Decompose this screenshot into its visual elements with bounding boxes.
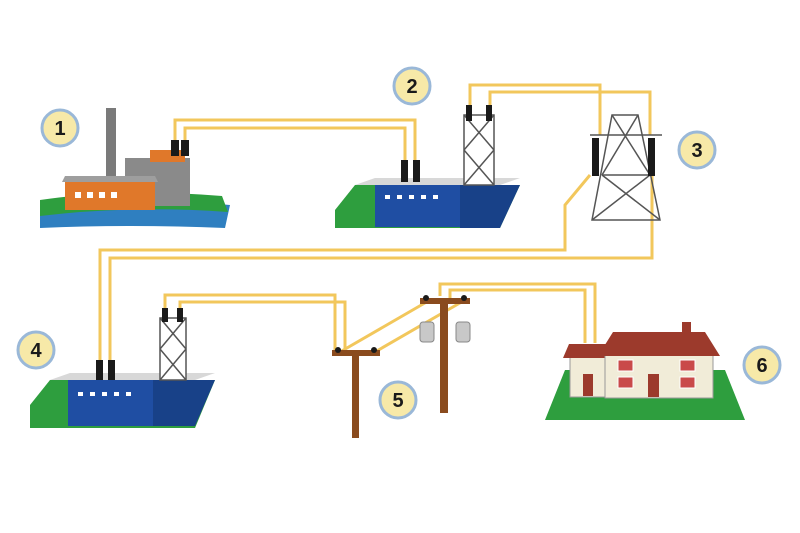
wire-pole-to-house-a <box>438 282 597 343</box>
substation-lattice-tower <box>159 317 187 381</box>
pole <box>440 298 448 413</box>
substation-light <box>114 392 119 396</box>
insulator <box>461 295 467 301</box>
pole <box>352 350 359 438</box>
wire-tower-to-substation-b <box>108 175 654 360</box>
insulator <box>413 160 420 182</box>
house-window <box>679 376 696 389</box>
substation-light <box>102 392 107 396</box>
step-badge-1: 1 <box>40 108 80 148</box>
wire-pole-to-pole-a <box>339 298 431 354</box>
transformer-can <box>419 321 435 343</box>
wire-pole-to-house-b <box>448 288 587 343</box>
house-door <box>648 374 659 397</box>
house-main-roof <box>598 332 720 356</box>
distribution-poles <box>332 295 471 438</box>
substation-light <box>421 195 426 199</box>
substation-light <box>409 195 414 199</box>
substation-building <box>375 185 460 227</box>
power-station <box>40 108 230 228</box>
step-badge-6: 6 <box>742 345 782 385</box>
wire-substation-to-tower-b <box>488 90 652 135</box>
power-lines <box>98 83 654 360</box>
substation-light <box>433 195 438 199</box>
house-window <box>679 359 696 372</box>
step-number: 4 <box>30 340 42 362</box>
factory-top-block <box>150 150 185 162</box>
step-number: 3 <box>691 140 702 162</box>
wire-substation-to-tower-a <box>468 83 602 135</box>
substation-light <box>78 392 83 396</box>
step-badge-4: 4 <box>16 330 56 370</box>
substation-lattice-tower <box>463 114 495 186</box>
insulator <box>181 140 189 156</box>
wire-tower-to-substation-a <box>98 174 592 360</box>
step-number: 5 <box>392 390 403 412</box>
house-door <box>583 374 593 396</box>
substation-side <box>460 185 520 228</box>
step-number: 1 <box>54 118 65 140</box>
step-badge-5: 5 <box>378 380 418 420</box>
substation-building <box>68 380 153 426</box>
step-badge-2: 2 <box>392 66 432 106</box>
chimney <box>682 322 691 334</box>
insulator <box>162 308 168 322</box>
step-down-substation <box>30 308 215 428</box>
wire-station-to-substation-a <box>173 118 417 160</box>
insulator <box>423 295 429 301</box>
house-window <box>617 376 634 389</box>
house <box>545 322 745 420</box>
insulator <box>648 138 655 176</box>
insulator <box>108 360 115 380</box>
substation-light <box>397 195 402 199</box>
step-badges: 1 2 3 4 5 6 <box>16 66 782 420</box>
chimney <box>106 108 116 188</box>
substation-light <box>90 392 95 396</box>
substation-light <box>385 195 390 199</box>
insulator <box>96 360 103 380</box>
wire-substation-to-pole-b <box>178 300 347 350</box>
factory-roof <box>62 176 158 182</box>
insulator <box>371 347 377 353</box>
insulator <box>171 140 179 156</box>
wire-substation-to-pole-a <box>163 293 337 350</box>
step-number: 6 <box>756 355 767 377</box>
factory-window <box>99 192 105 198</box>
substation-light <box>126 392 131 396</box>
insulator <box>466 105 472 121</box>
transformer-can <box>455 321 471 343</box>
substation-top <box>355 178 520 185</box>
factory-window <box>75 192 81 198</box>
step-up-substation <box>335 105 520 228</box>
factory-window <box>111 192 117 198</box>
substation-top <box>50 373 215 380</box>
pole-crossarm <box>420 298 470 304</box>
pole-crossarm <box>332 350 380 356</box>
factory-window <box>87 192 93 198</box>
transmission-tower <box>590 114 662 221</box>
insulator <box>177 308 183 322</box>
step-number: 2 <box>406 76 417 98</box>
insulator <box>335 347 341 353</box>
house-window <box>617 359 634 372</box>
step-badge-3: 3 <box>677 130 717 170</box>
substation-side <box>153 380 215 426</box>
insulator <box>486 105 492 121</box>
insulator <box>401 160 408 182</box>
wire-station-to-substation-b <box>183 126 407 160</box>
insulator <box>592 138 599 176</box>
